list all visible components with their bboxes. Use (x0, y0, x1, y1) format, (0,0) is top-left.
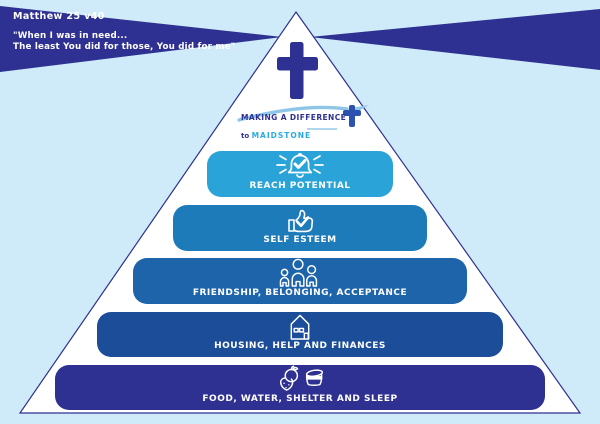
food-water-icon (279, 365, 324, 391)
logo-title: MAKING A DIFFERENCE (241, 113, 347, 122)
right-wedge (310, 9, 600, 70)
house-icon (290, 314, 310, 340)
cross-icon (277, 42, 318, 99)
level-label: REACH POTENTIAL (249, 181, 351, 191)
logo-subtitle: to MAIDSTONE (241, 123, 311, 142)
level-label: FOOD, WATER, SHELTER AND SLEEP (202, 394, 398, 404)
level-label: HOUSING, HELP AND FINANCES (214, 341, 386, 351)
logo-subtitle-place: MAIDSTONE (251, 131, 312, 140)
level-label: SELF ESTEEM (263, 235, 337, 245)
registered-charity-smallprint (307, 128, 337, 130)
left-wedge (0, 6, 282, 72)
quote-line-2: The least You did for those, You did for… (13, 42, 236, 52)
bell-check-icon (276, 153, 324, 178)
people-group-icon (279, 258, 318, 287)
scripture-quote: "When I was in need... The least You did… (13, 31, 235, 53)
logo-cross-arm (343, 110, 361, 116)
pyramid-level-self-esteem: SELF ESTEEM (173, 205, 427, 251)
quote-line-1: "When I was in need... (13, 31, 128, 41)
logo-subtitle-to: to (241, 132, 252, 140)
logo-cross-icon (349, 105, 355, 127)
scripture-reference: Matthew 25 v40 (13, 11, 105, 22)
thumbs-up-check-icon (288, 209, 314, 233)
charity-logo: MAKING A DIFFERENCE to MAIDSTONE (235, 100, 375, 142)
pyramid-level-food: FOOD, WATER, SHELTER AND SLEEP (55, 365, 545, 410)
level-label: FRIENDSHIP, BELONGING, ACCEPTANCE (192, 288, 408, 298)
pyramid-level-friendship: FRIENDSHIP, BELONGING, ACCEPTANCE (133, 258, 467, 304)
pyramid-level-housing: HOUSING, HELP AND FINANCES (97, 312, 503, 357)
scripture-banner: Matthew 25 v40 "When I was in need... Th… (13, 11, 235, 53)
pyramid-level-reach-potential: REACH POTENTIAL (207, 151, 393, 197)
